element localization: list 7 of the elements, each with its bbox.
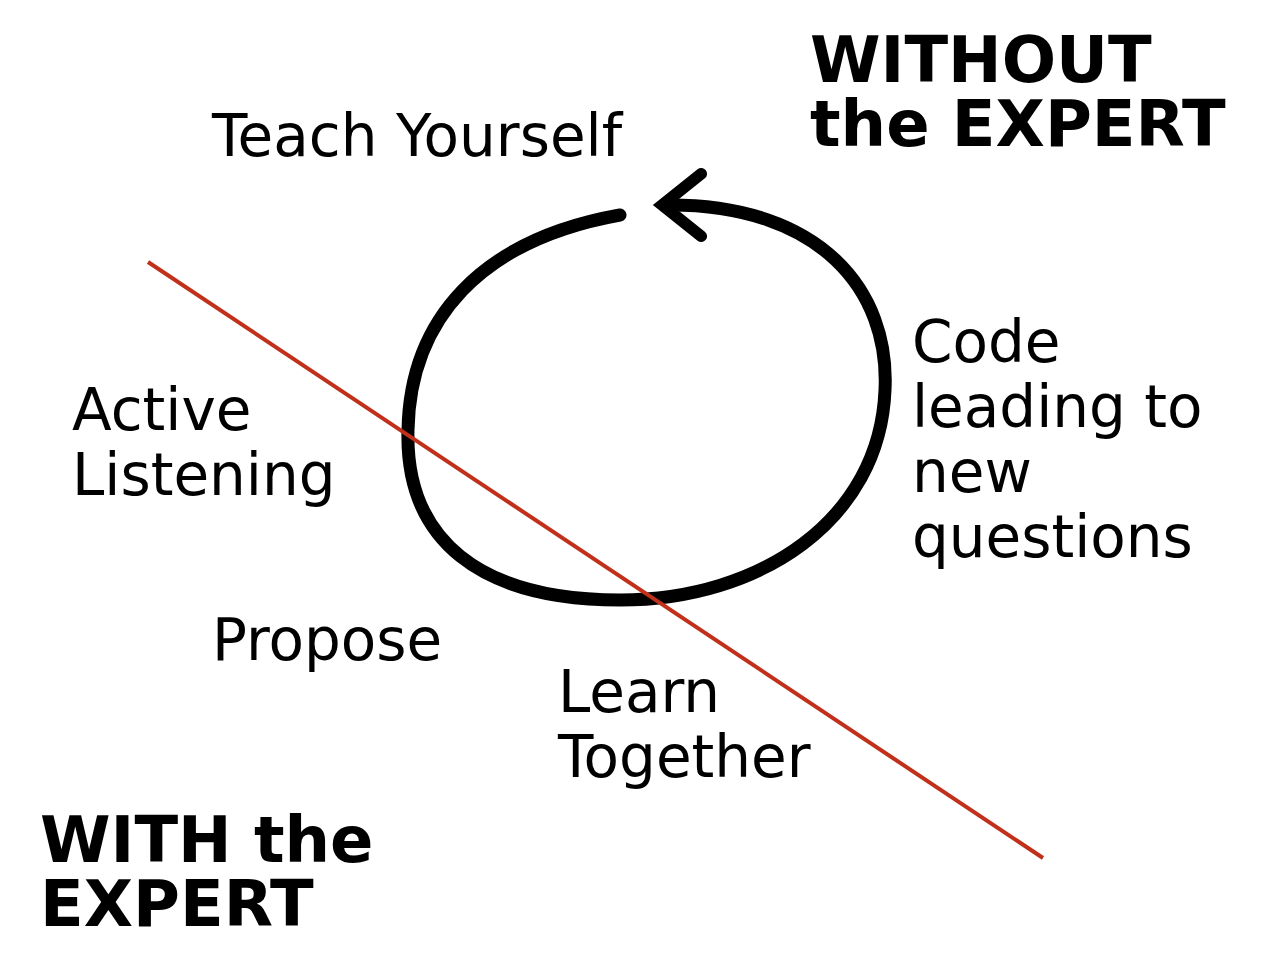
cycle-label: Learn Together [558,660,812,790]
region-heading: WITHOUT the EXPERT [810,28,1227,156]
cycle-label: Code leading to new questions [912,310,1204,570]
cycle-label: Propose [212,608,444,673]
region-heading: WITH the EXPERT [40,808,375,936]
cycle-label: Active Listening [72,378,337,508]
cycle-label: Teach Yourself [212,104,625,169]
